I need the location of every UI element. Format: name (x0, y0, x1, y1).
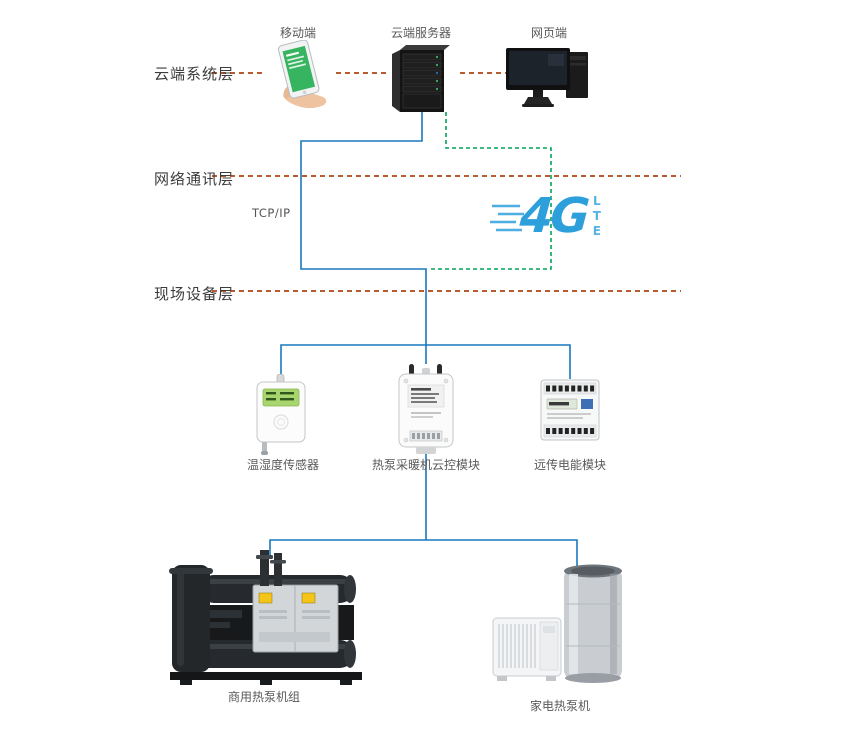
cloud-server-icon (388, 42, 456, 116)
machine-label-domestic: 家电热泵机 (529, 699, 591, 713)
commercial-heat-pump-icon (166, 548, 366, 686)
connector-server-tcpip-controller (300, 112, 427, 364)
module-label-controller: 热泵采暖机云控模块 (371, 458, 481, 472)
lte-4g-logo: 4G LTE (490, 188, 604, 244)
web-terminal-icon (504, 46, 594, 110)
connector-server-4g-green (428, 112, 552, 270)
lte-4g-text: 4G (518, 188, 589, 244)
mobile-phone-icon (263, 40, 335, 108)
layer-label-cloud: 云端系统层 (154, 65, 235, 83)
speed-lines-icon (490, 204, 524, 232)
connector-module-bus (280, 344, 571, 379)
layer-label-network: 网络通讯层 (154, 170, 235, 188)
cloud-control-module-icon (396, 364, 456, 457)
temp-humidity-sensor-icon (250, 374, 312, 456)
node-label-mobile: 移动端 (279, 26, 317, 40)
connector-machine-bus (269, 539, 578, 566)
domestic-heat-pump-icon (490, 560, 632, 688)
module-label-meter: 远传电能模块 (533, 458, 607, 472)
node-label-server: 云端服务器 (390, 26, 452, 40)
module-label-sensor: 温湿度传感器 (246, 458, 320, 472)
node-label-web: 网页端 (530, 26, 568, 40)
lte-sub-text: LTE (589, 193, 604, 239)
layer-label-field: 现场设备层 (154, 285, 235, 303)
remote-energy-meter-icon (539, 379, 601, 441)
machine-label-commercial: 商用热泵机组 (227, 690, 301, 704)
tcpip-label: TCP/IP (252, 206, 291, 220)
